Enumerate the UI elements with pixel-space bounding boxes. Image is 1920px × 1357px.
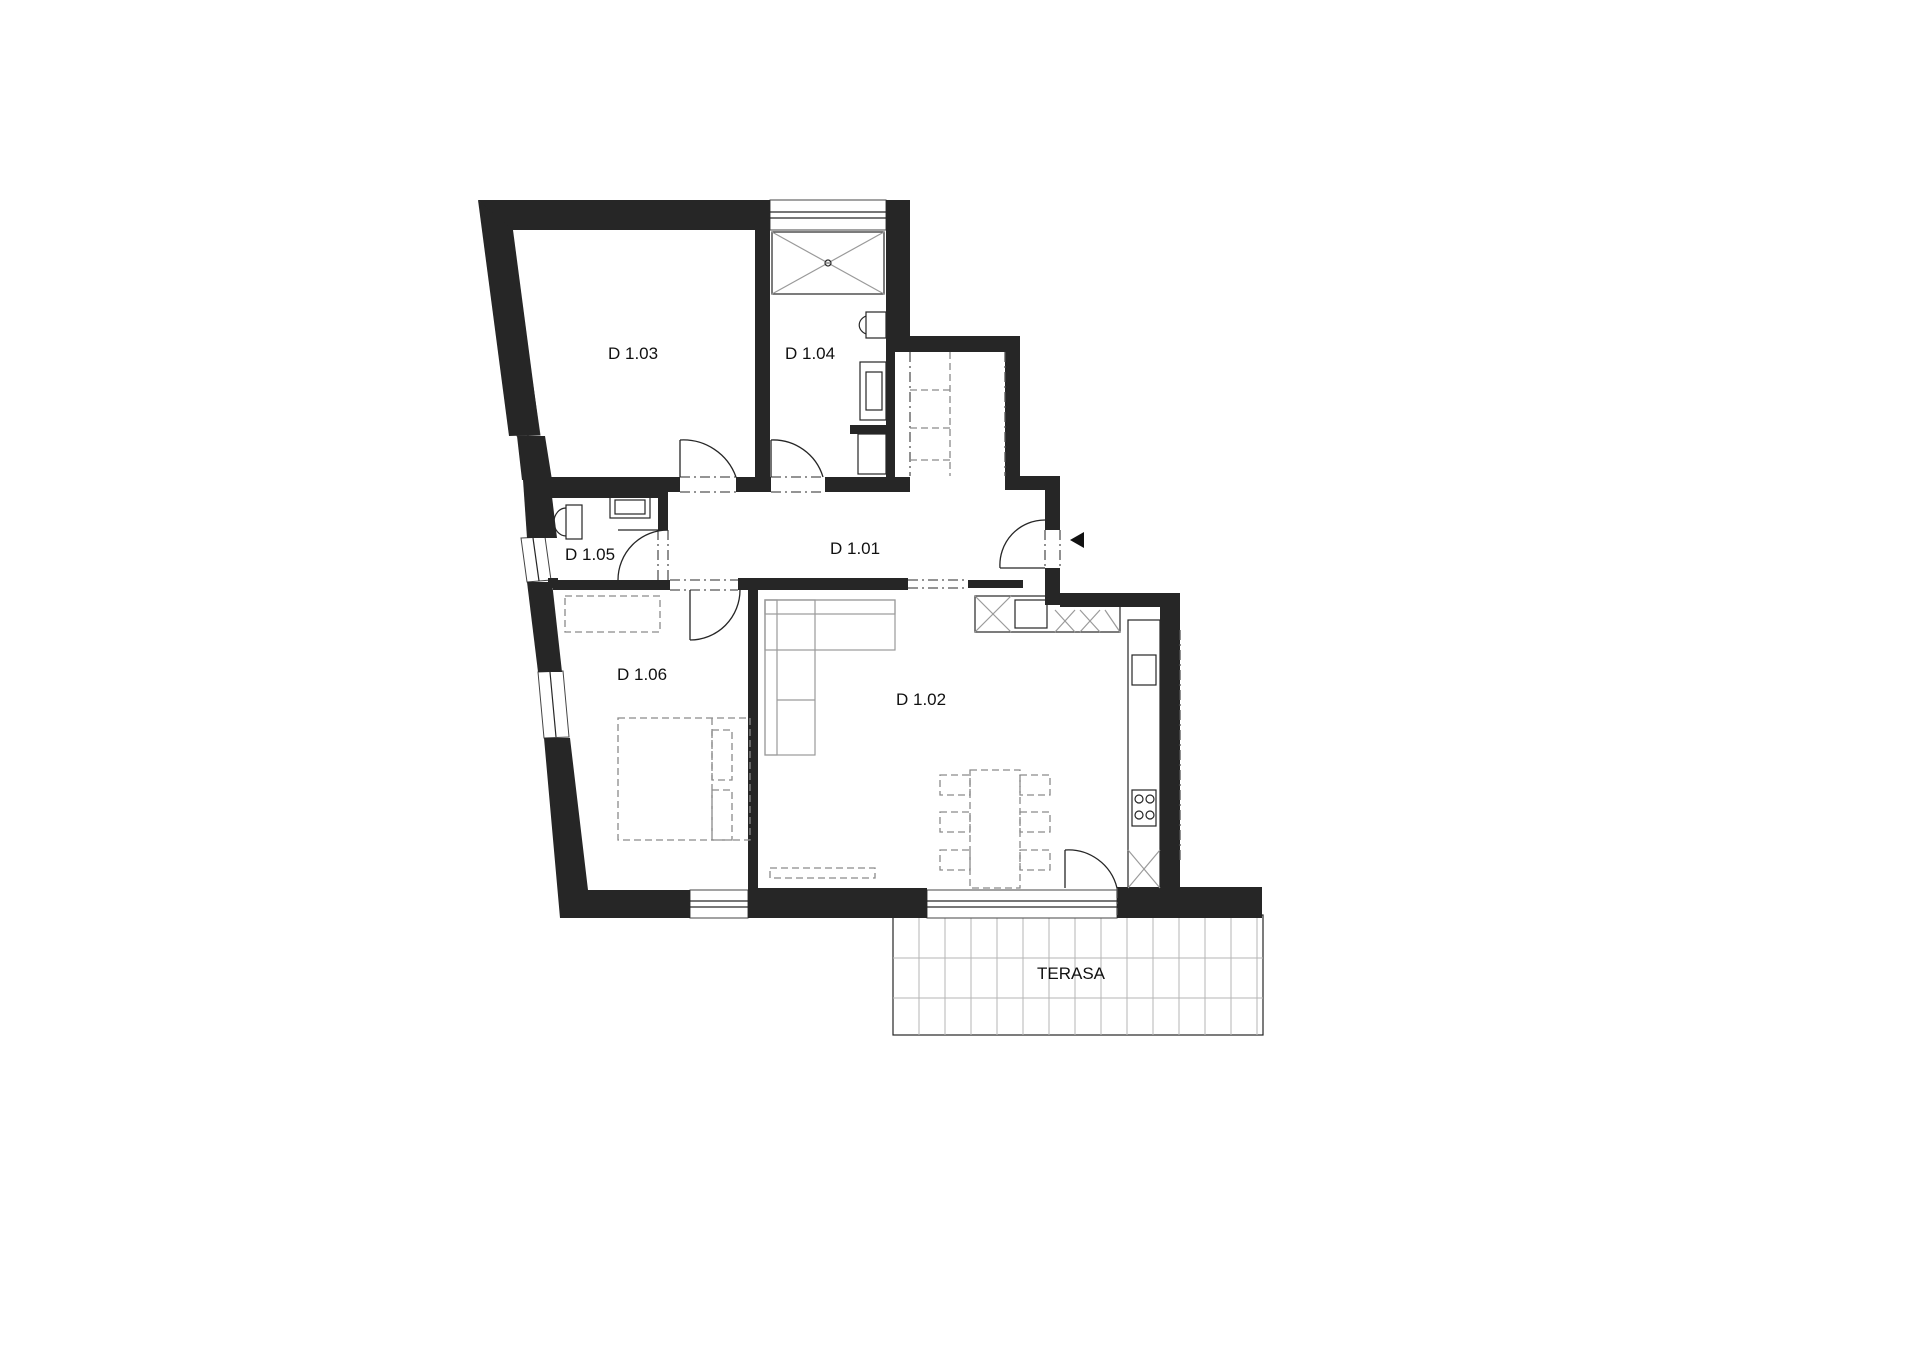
room-label-d101: D 1.01 bbox=[830, 539, 880, 558]
walls bbox=[478, 200, 1262, 918]
room-label-d105: D 1.05 bbox=[565, 545, 615, 564]
storage-dashed bbox=[910, 352, 951, 476]
bathroom-fixtures bbox=[553, 231, 887, 540]
room-label-d103: D 1.03 bbox=[608, 344, 658, 363]
room-label-d104: D 1.04 bbox=[785, 344, 835, 363]
doors bbox=[617, 439, 1118, 889]
living-furniture bbox=[764, 595, 1161, 889]
room-labels: D 1.03 D 1.04 D 1.01 D 1.05 D 1.06 D 1.0… bbox=[565, 344, 1106, 983]
terrace bbox=[892, 914, 1264, 1036]
room-label-d102: D 1.02 bbox=[896, 690, 946, 709]
room-label-d106: D 1.06 bbox=[617, 665, 667, 684]
door-frames bbox=[657, 352, 1181, 915]
entrance-arrow-icon bbox=[1070, 532, 1084, 548]
bedroom-furniture bbox=[564, 595, 751, 841]
room-label-terasa: TERASA bbox=[1037, 964, 1106, 983]
